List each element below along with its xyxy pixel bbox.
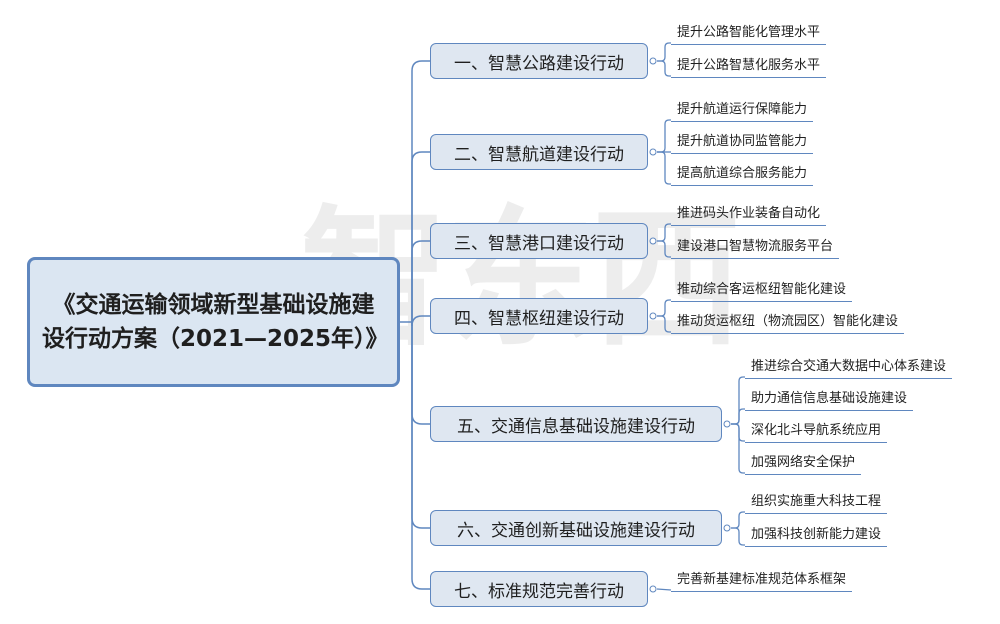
leaf-node: 推动货运枢纽（物流园区）智能化建设 [671,314,905,334]
leaf-node: 提高航道综合服务能力 [671,166,814,186]
collapse-toggle-icon [723,420,731,428]
branch-connector [411,322,430,590]
leaf-connector [731,527,745,546]
branch-node: 四、智慧枢纽建设行动 [430,298,648,334]
collapse-toggle-icon [723,524,731,532]
leaf-node: 完善新基建标准规范体系框架 [671,572,853,592]
leaf-node: 加强科技创新能力建设 [745,527,888,547]
leaf-node: 推进综合交通大数据中心体系建设 [745,359,953,379]
collapse-toggle-icon [649,237,657,245]
leaf-node: 推进码头作业装备自动化 [671,206,827,226]
branch-node: 六、交通创新基础设施建设行动 [430,510,722,546]
leaf-node: 推动综合客运枢纽智能化建设 [671,282,853,302]
collapse-toggle-icon [649,585,657,593]
leaf-connector [656,588,672,591]
leaf-node: 提升航道运行保障能力 [671,102,814,122]
leaf-connector [657,60,671,77]
leaf-node: 组织实施重大科技工程 [745,494,888,514]
branch-node: 一、智慧公路建设行动 [430,43,648,79]
branch-node: 三、智慧港口建设行动 [430,223,648,259]
branch-node: 七、标准规范完善行动 [430,571,648,607]
branch-node: 五、交通信息基础设施建设行动 [430,406,722,442]
branch-connector [411,151,430,322]
collapse-toggle-icon [649,312,657,320]
leaf-connector [731,423,745,474]
leaf-connector [657,240,671,258]
leaf-node: 加强网络安全保护 [745,455,862,475]
leaf-node: 提升航道协同监管能力 [671,134,814,154]
leaf-node: 助力通信信息基础设施建设 [745,391,914,411]
collapse-toggle-icon [649,148,657,156]
root-node: 《交通运输领域新型基础设施建设行动方案（2021—2025年）》 [27,257,400,387]
leaf-node: 提升公路智能化管理水平 [671,25,827,45]
leaf-connector [657,151,671,185]
collapse-toggle-icon [649,57,657,65]
leaf-connector [657,315,671,333]
branch-node: 二、智慧航道建设行动 [430,134,648,170]
leaf-node: 建设港口智慧物流服务平台 [671,239,840,259]
leaf-node: 提升公路智慧化服务水平 [671,58,827,78]
branch-connector [411,240,430,322]
leaf-node: 深化北斗导航系统应用 [745,423,888,443]
branch-connector [411,60,430,322]
